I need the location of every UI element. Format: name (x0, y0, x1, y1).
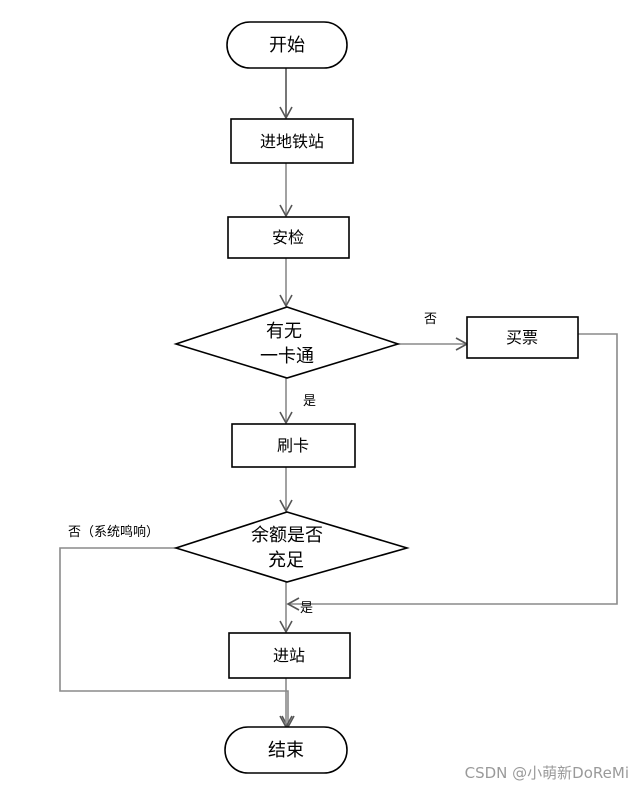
start-label: 开始 (269, 35, 305, 56)
edge-label-no-card: 否 (424, 312, 437, 327)
enter-gate-label: 进站 (273, 646, 305, 665)
enter-station-area-label: 进地铁站 (260, 132, 324, 151)
swipe-card-box (231, 423, 356, 468)
buy-ticket-label: 买票 (506, 328, 538, 347)
card-check-decision (173, 306, 401, 379)
end-terminal (224, 726, 348, 774)
enter-gate-box (228, 632, 351, 679)
enter-station-area-box (230, 118, 354, 164)
balance-check-label-line2: 充足 (268, 550, 304, 571)
swipe-card-label: 刷卡 (277, 436, 309, 455)
security-check-box (227, 216, 350, 259)
security-check-label: 安检 (272, 228, 304, 247)
edge-label-sufficient: 是 (300, 601, 313, 616)
buy-ticket-box (466, 316, 579, 359)
edge-insufficient-to-end (59, 547, 295, 729)
edge-buy-ticket-to-merge (286, 333, 618, 611)
edge-label-insufficient: 否（系统鸣响） (68, 524, 159, 540)
csdn-watermark: CSDN @小萌新DoReMi (465, 764, 629, 782)
balance-check-decision (173, 511, 410, 583)
card-check-label-line1: 有无 (266, 321, 302, 342)
end-label: 结束 (268, 740, 304, 761)
card-check-label-line2: 一卡通 (260, 346, 314, 367)
start-terminal (226, 21, 348, 69)
balance-check-label-line1: 余额是否 (251, 525, 323, 546)
edge-label-has-card: 是 (303, 394, 316, 409)
